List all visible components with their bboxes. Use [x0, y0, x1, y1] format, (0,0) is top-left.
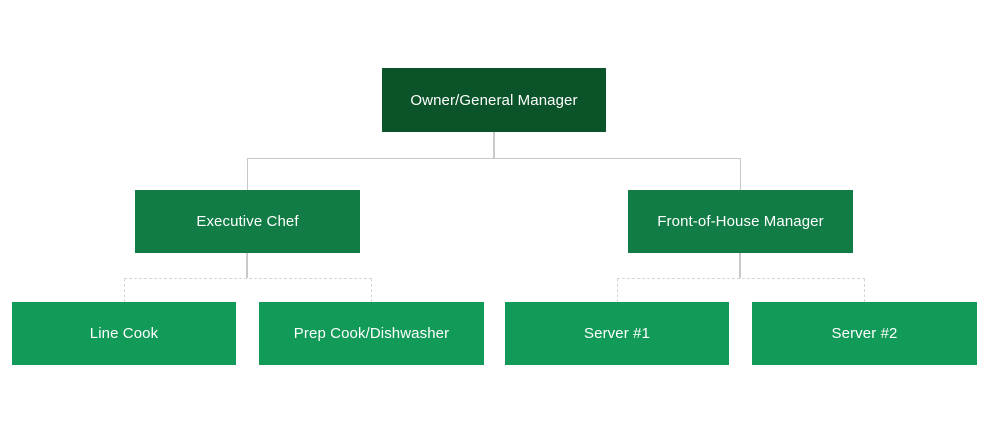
- org-node-server-1: Server #1: [505, 302, 729, 365]
- connector-foh-stem: [739, 253, 741, 278]
- org-node-label: Owner/General Manager: [410, 91, 578, 109]
- org-node-label: Front-of-House Manager: [657, 213, 824, 230]
- connector-exec-crossbar: [124, 278, 372, 279]
- org-node-executive-chef: Executive Chef: [135, 190, 360, 253]
- org-node-label: Prep Cook/Dishwasher: [293, 325, 450, 342]
- connector-exec-stem: [246, 253, 248, 278]
- org-node-label: Line Cook: [89, 325, 159, 342]
- org-node-label: Server #1: [584, 325, 650, 342]
- connector-root-stem: [493, 132, 495, 158]
- connector-foh-crossbar: [617, 278, 865, 279]
- connector-drop-foh-manager: [740, 158, 741, 190]
- connector-drop-prep-cook: [371, 279, 372, 302]
- org-node-owner-general-manager: Owner/General Manager: [382, 68, 606, 132]
- connector-drop-server-1: [617, 279, 618, 302]
- connector-drop-server-2: [864, 279, 865, 302]
- connector-drop-line-cook: [124, 279, 125, 302]
- connector-root-crossbar: [247, 158, 741, 159]
- org-node-prep-cook-dishwasher: Prep Cook/Dishwasher: [259, 302, 484, 365]
- org-node-line-cook: Line Cook: [12, 302, 236, 365]
- org-node-label: Server #2: [831, 325, 898, 342]
- org-node-label: Executive Chef: [196, 213, 299, 230]
- org-node-front-of-house-manager: Front-of-House Manager: [628, 190, 853, 253]
- org-node-server-2: Server #2: [752, 302, 977, 365]
- connector-drop-exec-chef: [247, 158, 248, 190]
